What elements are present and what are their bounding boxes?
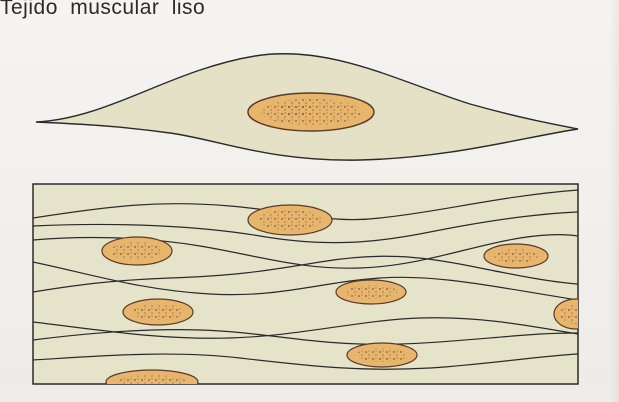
cell-nucleus xyxy=(123,299,193,325)
muscle-tissue-block xyxy=(33,184,598,394)
cell-nucleus xyxy=(248,205,332,235)
page-bottom-margin xyxy=(0,388,619,402)
cell-nucleus xyxy=(554,299,598,329)
cell-nucleus xyxy=(347,343,417,367)
page-edge-shadow xyxy=(609,0,619,402)
cell-nucleus xyxy=(336,280,406,304)
cell-nucleus xyxy=(102,237,172,265)
isolated-muscle-cell xyxy=(36,54,578,160)
cell-nucleus xyxy=(484,244,548,268)
cell-nucleus xyxy=(248,93,374,131)
